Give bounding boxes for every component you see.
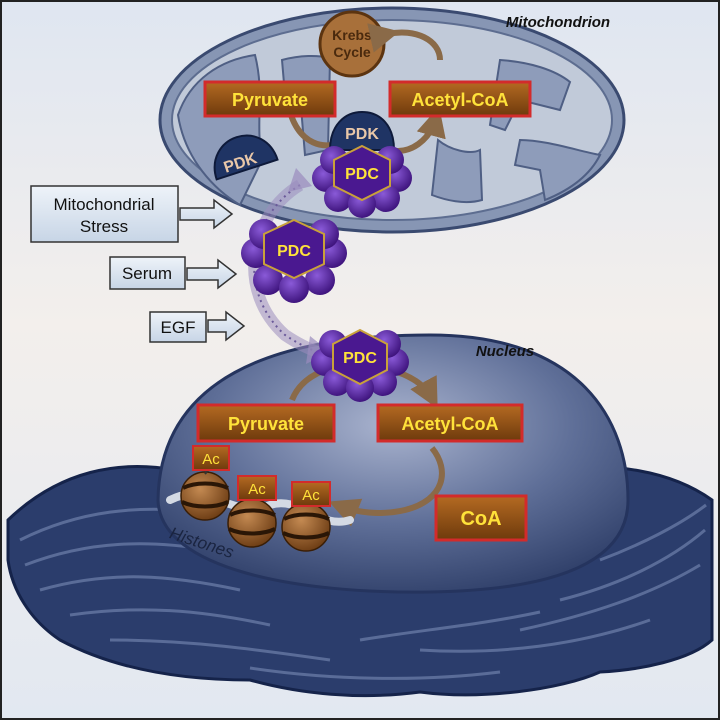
krebs-label-line2: Cycle [333,44,371,60]
stress-label-line1: Mitochondrial [53,195,154,214]
serum-label: Serum [122,264,172,283]
mitochondrion-label: Mitochondrion [506,14,610,31]
cytosol-pdc-label: PDC [277,243,311,260]
nucleus-pdc-complex: PDC [311,328,409,402]
acetyl-mark-1: Ac [192,445,230,475]
mitochondrion [158,6,626,234]
mito-pyruvate-label: Pyruvate [232,90,308,110]
nucleus-pyruvate-box: Pyruvate [196,403,336,443]
egf-label: EGF [161,318,196,337]
egf-arrow [207,310,246,342]
acetyl-mark-3-label: Ac [302,487,320,504]
nucleus-pdc-label: PDC [343,350,377,367]
nucleus-pyruvate-label: Pyruvate [228,414,304,434]
nucleus-coa-label: CoA [460,508,501,530]
cytosol-pdc-complex: PDC [241,218,347,303]
stress-arrow [179,198,234,230]
nucleus-acetyl-coa-label: Acetyl-CoA [401,414,498,434]
stress-label-line2: Stress [80,217,128,236]
signal-egf: EGF [149,310,246,343]
mito-pyruvate-box: Pyruvate [203,80,337,118]
krebs-label-line1: Krebs [332,27,372,43]
acetyl-mark-2: Ac [237,475,277,501]
serum-arrow [186,258,238,290]
mito-pdc-label: PDC [345,166,379,183]
mito-pdc-complex: PDC [312,144,412,218]
mito-acetyl-coa-label: Acetyl-CoA [411,90,508,110]
acetyl-mark-3: Ac [291,481,331,507]
signal-serum: Serum [109,256,238,290]
krebs-arrow [367,23,443,61]
acetyl-mark-2-label: Ac [248,481,266,498]
histone-2 [227,498,277,548]
nucleus-label: Nucleus [476,343,534,360]
nucleus-acetyl-coa-box: Acetyl-CoA [376,403,524,443]
acetyl-mark-1-label: Ac [202,451,220,468]
krebs-cycle-node: Krebs Cycle [318,10,386,78]
mito-pdk-inner-label: PDK [345,126,379,143]
mito-pdk-inner: PDK [328,110,396,151]
mito-acetyl-coa-box: Acetyl-CoA [388,80,532,118]
histone-1 [180,471,230,521]
nuc-acetyl-to-histone-arrow [328,446,445,527]
nucleus-coa-box: CoA [434,494,528,542]
signal-mitochondrial-stress: Mitochondrial Stress [30,185,234,243]
histone-3 [281,502,331,552]
